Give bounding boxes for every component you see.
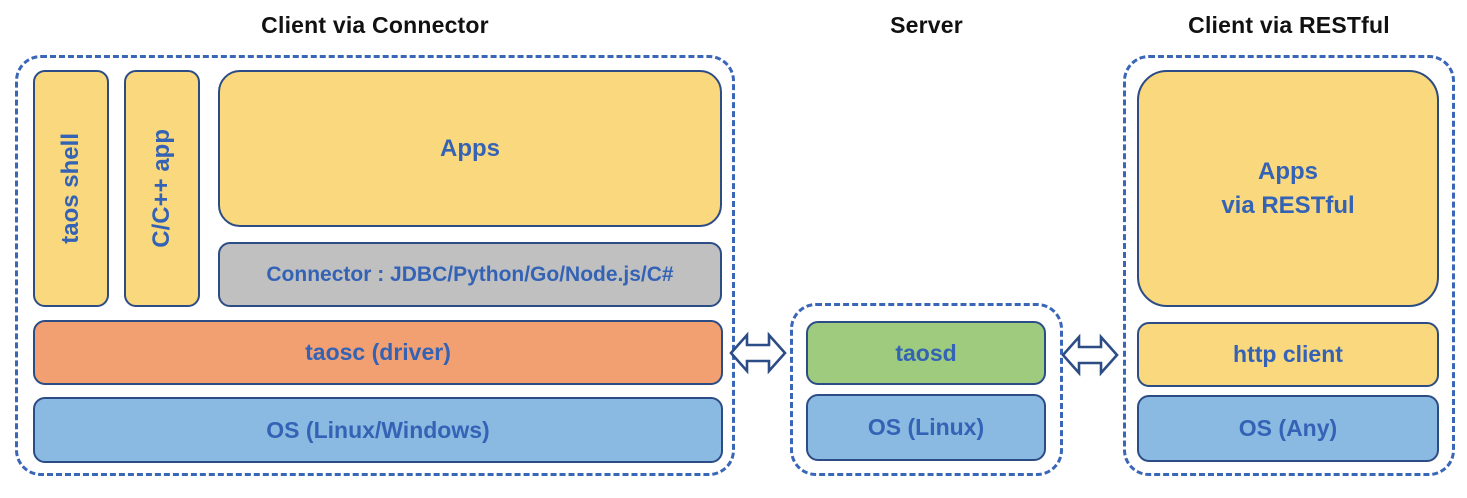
os-linux-windows-box: OS (Linux/Windows) <box>33 397 723 463</box>
taosc-driver-label: taosc (driver) <box>305 339 451 365</box>
os-linux-box: OS (Linux) <box>806 394 1046 461</box>
taos-shell-label: taos shell <box>57 133 84 244</box>
taosd-box: taosd <box>806 321 1046 385</box>
apps-via-restful-label-line2: via RESTful <box>1221 191 1355 219</box>
taosd-label: taosd <box>895 339 957 366</box>
client-via-connector-container: taos shell C/C++ app Apps Connector : JD… <box>15 55 735 476</box>
os-linux-windows-label: OS (Linux/Windows) <box>266 416 490 443</box>
left-section-title: Client via Connector <box>261 12 489 38</box>
client-via-restful-container: Apps via RESTful http client OS (Any) <box>1123 55 1455 476</box>
apps-box: Apps <box>218 70 722 227</box>
apps-via-restful-label-line1: Apps <box>1257 157 1318 185</box>
os-any-label: OS (Any) <box>1238 415 1338 441</box>
cpp-app-box: C/C++ app <box>124 70 200 307</box>
cpp-app-label: C/C++ app <box>148 129 175 248</box>
http-client-label: http client <box>1233 341 1343 367</box>
http-client-box: http client <box>1137 322 1439 387</box>
right-section-title: Client via RESTful <box>1188 12 1390 38</box>
apps-via-restful-box: Apps via RESTful <box>1137 70 1439 307</box>
taos-shell-box: taos shell <box>33 70 109 307</box>
connector-box: Connector : JDBC/Python/Go/Node.js/C# <box>218 242 722 307</box>
server-section-title: Server <box>890 12 963 38</box>
apps-label: Apps <box>440 134 500 162</box>
taosc-driver-box: taosc (driver) <box>33 320 723 385</box>
os-any-box: OS (Any) <box>1137 395 1439 462</box>
left-bidirectional-arrow-icon <box>729 331 787 375</box>
server-container: taosd OS (Linux) <box>790 303 1063 476</box>
connector-label: Connector : JDBC/Python/Go/Node.js/C# <box>266 262 674 286</box>
right-bidirectional-arrow-icon <box>1061 333 1119 377</box>
os-linux-label: OS (Linux) <box>867 414 985 440</box>
